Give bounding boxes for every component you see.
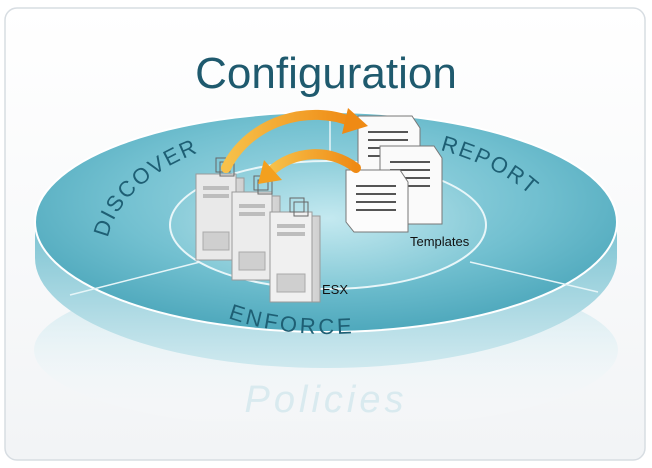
arrow-head-left	[258, 160, 282, 184]
divider-right	[469, 261, 599, 293]
arrow-to-servers	[265, 149, 361, 177]
server-stack	[195, 157, 321, 303]
arrow-to-templates	[221, 109, 357, 173]
arrow-head-right	[342, 108, 368, 134]
document-icon	[345, 169, 409, 233]
template-documents	[345, 115, 443, 233]
sync-arrows	[221, 108, 368, 184]
divider-left	[69, 261, 201, 296]
policies-label: Policies	[245, 379, 408, 421]
esx-label: ESX	[322, 282, 348, 297]
templates-label: Templates	[410, 234, 470, 249]
server-icon	[269, 197, 321, 303]
server-icon	[231, 175, 281, 281]
title: Configuration	[195, 49, 457, 98]
